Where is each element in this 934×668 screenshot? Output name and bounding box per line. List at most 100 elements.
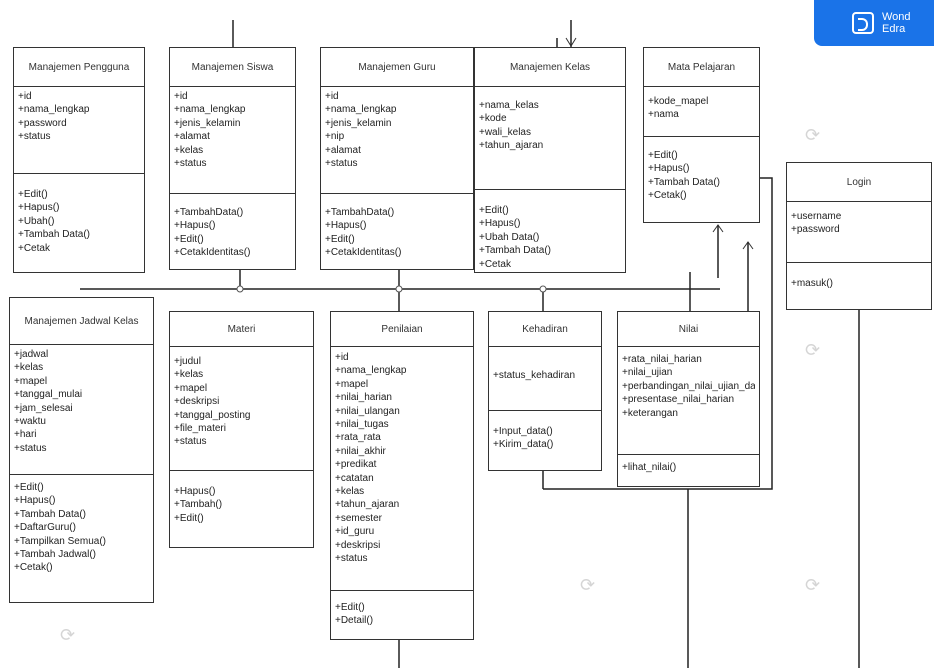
class-title: Nilai <box>618 312 759 347</box>
attribute: +status <box>18 131 51 143</box>
class-title: Manajemen Jadwal Kelas <box>10 298 153 345</box>
method: +masuk() <box>791 278 833 289</box>
method: +lihat_nilai() <box>622 462 677 473</box>
method: +Edit() <box>325 233 355 245</box>
edraw-badge[interactable]: Wond Edra <box>814 0 934 46</box>
method: +Hapus() <box>14 495 56 507</box>
attribute: +nama_lengkap <box>335 365 407 377</box>
class-title: Materi <box>170 312 313 347</box>
class-manajemen-guru[interactable]: Manajemen Guru +id +nama_lengkap +jenis_… <box>320 47 474 270</box>
attribute: +tahun_ajaran <box>335 499 400 511</box>
class-title: Mata Pelajaran <box>644 48 759 87</box>
watermark-icon: ⟳ <box>580 575 596 595</box>
attribute: +nilai_ujian <box>622 367 673 379</box>
attribute: +tanggal_mulai <box>14 389 83 401</box>
class-materi[interactable]: Materi +judul +kelas +mapel +deskripsi +… <box>169 311 314 548</box>
attribute: +nilai_ulangan <box>335 405 400 417</box>
method: +Edit() <box>174 512 204 524</box>
class-kehadiran[interactable]: Kehadiran +status_kehadiran +Input_data(… <box>488 311 602 471</box>
attribute: +id <box>335 352 349 363</box>
method: +Ubah() <box>18 215 55 227</box>
method: +CetakIdentitas() <box>325 247 402 259</box>
watermark-icon: ⟳ <box>805 125 821 145</box>
method: +TambahData() <box>325 207 395 218</box>
method: +Detail() <box>335 615 374 627</box>
attribute-list: +rata_nilai_harian +nilai_ujian +perband… <box>618 347 759 455</box>
method: +Cetak() <box>648 190 687 202</box>
method: +Edit() <box>18 189 48 200</box>
attribute: +hari <box>14 429 37 441</box>
method-list: +masuk() <box>787 263 931 293</box>
method: +Edit() <box>648 150 678 161</box>
method: +Tambah Data() <box>14 508 86 520</box>
attribute-list: +kode_mapel +nama <box>644 87 759 137</box>
attribute: +catatan <box>335 472 374 484</box>
attribute: +jam_selesai <box>14 402 73 414</box>
class-mata-pelajaran[interactable]: Mata Pelajaran +kode_mapel +nama +Edit()… <box>643 47 760 223</box>
attribute: +nama_lengkap <box>18 104 90 116</box>
attribute: +id <box>18 91 32 102</box>
class-title: Login <box>787 163 931 202</box>
class-title: Kehadiran <box>489 312 601 347</box>
class-title: Manajemen Guru <box>321 48 473 87</box>
attribute: +waktu <box>14 416 46 428</box>
attribute: +file_materi <box>174 423 226 435</box>
method-list: +TambahData() +Hapus() +Edit() +CetakIde… <box>321 194 473 263</box>
attribute: +status <box>174 158 207 170</box>
attribute: +status <box>14 442 47 454</box>
class-manajemen-siswa[interactable]: Manajemen Siswa +id +nama_lengkap +jenis… <box>169 47 296 270</box>
class-manajemen-pengguna[interactable]: Manajemen Pengguna +id +nama_lengkap +pa… <box>13 47 145 273</box>
class-nilai[interactable]: Nilai +rata_nilai_harian +nilai_ujian +p… <box>617 311 760 487</box>
class-login[interactable]: Login +username +password +masuk() <box>786 162 932 310</box>
attribute: +presentase_nilai_harian <box>622 394 735 406</box>
class-title: Manajemen Kelas <box>475 48 625 87</box>
badge-line-1: Wond <box>882 11 911 23</box>
attribute: +kode_mapel <box>648 96 709 107</box>
method: +TambahData() <box>174 207 244 218</box>
attribute: +mapel <box>335 378 369 390</box>
attribute: +status <box>325 158 358 170</box>
attribute: +password <box>18 117 67 129</box>
attribute: +status_kehadiran <box>493 370 576 381</box>
attribute: +id <box>325 91 339 102</box>
attribute: +kelas <box>14 362 44 374</box>
method: +CetakIdentitas() <box>174 247 251 259</box>
edraw-logo-icon <box>852 12 874 34</box>
method: +Hapus() <box>325 220 367 232</box>
attribute-list: +jadwal +kelas +mapel +tanggal_mulai +ja… <box>10 345 153 475</box>
class-manajemen-kelas[interactable]: Manajemen Kelas +nama_kelas +kode +wali_… <box>474 47 626 273</box>
method-list: +Edit() +Hapus() +Ubah() +Tambah Data() … <box>14 174 144 258</box>
attribute: +id_guru <box>335 526 375 538</box>
attribute: +mapel <box>174 382 208 394</box>
attribute-list: +id +nama_lengkap +jenis_kelamin +nip +a… <box>321 87 473 194</box>
attribute: +kode <box>479 113 507 125</box>
attribute: +id <box>174 91 188 102</box>
attribute: +alamat <box>325 144 361 156</box>
attribute: +kelas <box>335 486 365 498</box>
badge-text: Wond Edra <box>882 11 911 35</box>
attribute: +nama <box>648 109 679 121</box>
attribute: +nilai_akhir <box>335 445 386 457</box>
method: +Cetak() <box>14 562 53 574</box>
attribute: +mapel <box>14 375 48 387</box>
watermark-icon: ⟳ <box>805 575 821 595</box>
method: +Cetak <box>18 242 50 254</box>
attribute: +deskripsi <box>174 396 220 408</box>
attribute: +perbandingan_nilai_ujian_dan_nilai <box>622 380 755 392</box>
attribute: +kelas <box>174 144 204 156</box>
attribute: +keterangan <box>622 407 678 419</box>
attribute-list: +id +nama_lengkap +jenis_kelamin +alamat… <box>170 87 295 194</box>
attribute: +kelas <box>174 369 204 381</box>
attribute: +nama_lengkap <box>174 104 246 116</box>
class-title: Manajemen Siswa <box>170 48 295 87</box>
method: +Kirim_data() <box>493 439 554 451</box>
method: +DaftarGuru() <box>14 522 76 534</box>
class-manajemen-jadwal-kelas[interactable]: Manajemen Jadwal Kelas +jadwal +kelas +m… <box>9 297 154 603</box>
class-penilaian[interactable]: Penilaian +id +nama_lengkap +mapel +nila… <box>330 311 474 640</box>
method: +Edit() <box>14 482 44 493</box>
method: +Tambah Data() <box>648 176 720 188</box>
method-list: +Hapus() +Tambah() +Edit() <box>170 471 313 528</box>
attribute: +tahun_ajaran <box>479 140 544 152</box>
attribute: +semester <box>335 512 382 524</box>
